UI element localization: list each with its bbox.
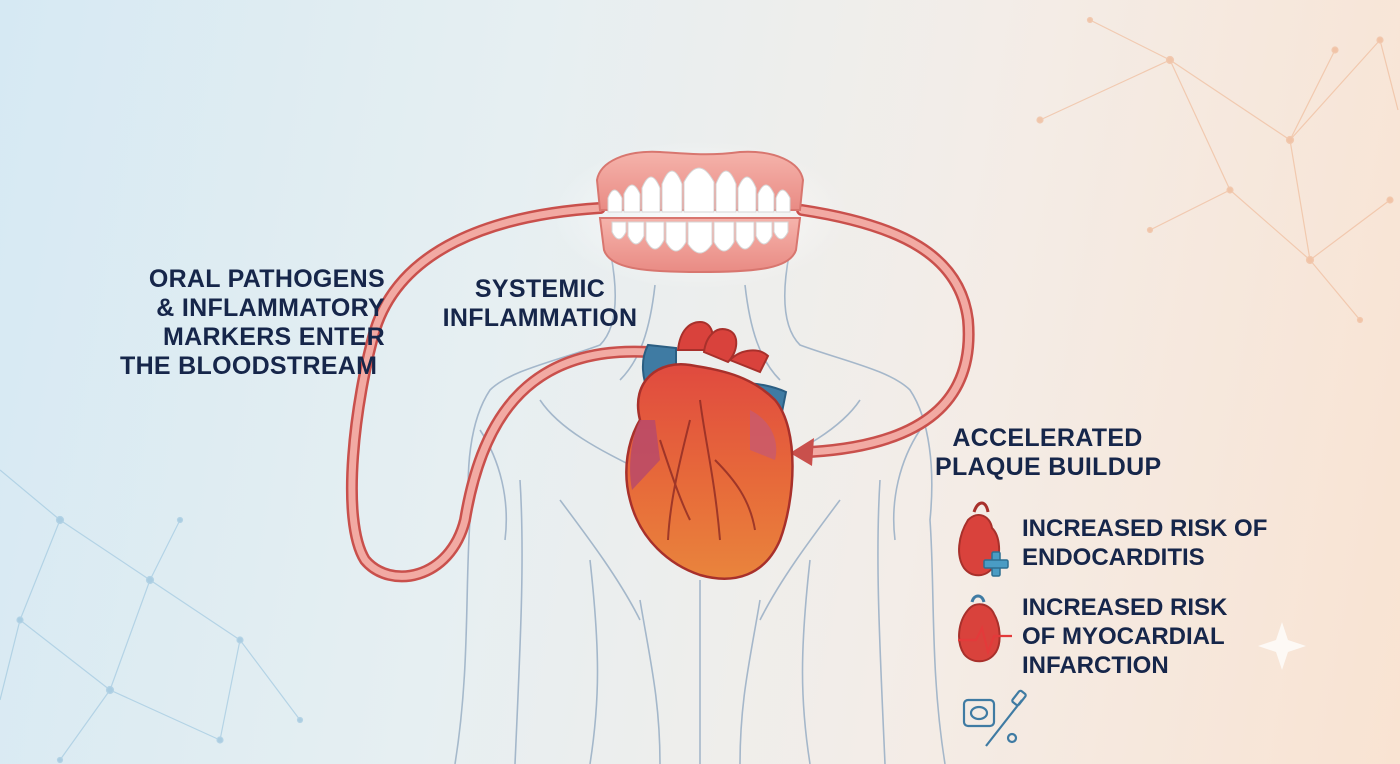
risk-text-line: INCREASED RISK OF bbox=[1022, 515, 1268, 542]
body-outline bbox=[454, 249, 946, 764]
heart-illustration bbox=[625, 320, 794, 580]
sparkle-icon bbox=[1258, 622, 1306, 670]
risk-item-myocardial-infarction: INCREASED RISK OF MYOCARDIAL INFARCTION bbox=[956, 593, 1227, 680]
teeth-dentures-icon bbox=[595, 150, 805, 274]
risk-item-endocarditis: INCREASED RISK OF ENDOCARDITIS bbox=[956, 514, 1267, 578]
heart-ecg-icon bbox=[958, 594, 1012, 663]
risk-text-line: INCREASED RISK bbox=[1022, 594, 1228, 621]
systemic-inflammation-label: SYSTEMIC INFLAMMATION bbox=[442, 275, 638, 332]
risk-text-line: OF MYOCARDIAL bbox=[1022, 623, 1225, 650]
heart-plus-icon bbox=[958, 501, 1009, 577]
network-decoration-top-right bbox=[1036, 16, 1399, 324]
risk-text-line: ENDOCARDITIS bbox=[1022, 544, 1205, 571]
oral-pathogens-label: ORAL PATHOGENS & INFLAMMATORY MARKERS EN… bbox=[120, 265, 385, 380]
bloodstream-pathway-arrow bbox=[345, 202, 654, 583]
toothbrush-floss-icon bbox=[962, 689, 1027, 747]
risk-text-line: INFARCTION bbox=[1022, 652, 1169, 679]
arrowhead-icon bbox=[790, 438, 814, 466]
plaque-pathway-arrow bbox=[790, 204, 975, 466]
plaque-buildup-label: ACCELERATED PLAQUE BUILDUP bbox=[935, 424, 1162, 481]
network-decoration-bottom-left bbox=[0, 469, 304, 764]
